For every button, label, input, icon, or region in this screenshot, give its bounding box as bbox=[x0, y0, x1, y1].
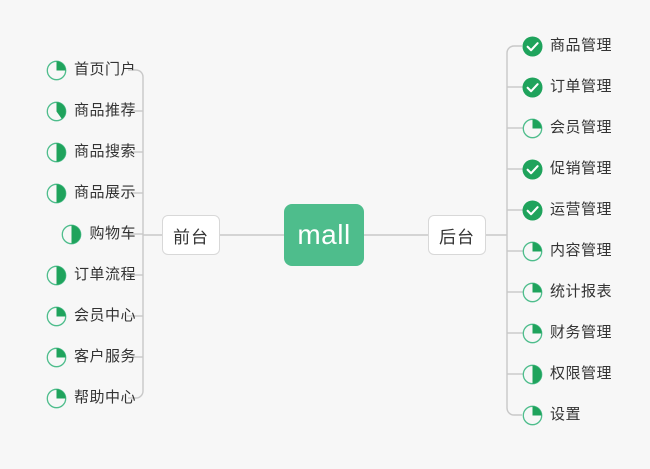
root-node-label: mall bbox=[297, 219, 351, 250]
pie-progress-icon bbox=[46, 183, 67, 204]
leaf-node-frontend-7[interactable]: 客户服务 bbox=[0, 343, 144, 371]
check-circle-icon bbox=[522, 200, 543, 221]
leaf-node-label: 会员中心 bbox=[73, 307, 136, 324]
pie-progress-icon bbox=[522, 364, 543, 385]
leaf-node-label: 商品管理 bbox=[550, 37, 613, 54]
leaf-node-label: 商品展示 bbox=[73, 184, 136, 201]
pie-progress-icon bbox=[46, 306, 67, 327]
leaf-node-backend-4[interactable]: 运营管理 bbox=[514, 196, 650, 224]
leaf-node-label: 首页门户 bbox=[73, 61, 136, 78]
leaf-node-frontend-6[interactable]: 会员中心 bbox=[0, 302, 144, 330]
pie-progress-icon bbox=[46, 388, 67, 409]
leaf-node-frontend-8[interactable]: 帮助中心 bbox=[0, 384, 144, 412]
leaf-node-backend-9[interactable]: 设置 bbox=[514, 401, 650, 429]
connector-line bbox=[506, 45, 522, 416]
leaf-node-backend-3[interactable]: 促销管理 bbox=[514, 155, 650, 183]
leaf-node-frontend-2[interactable]: 商品搜索 bbox=[0, 138, 144, 166]
leaf-node-backend-5[interactable]: 内容管理 bbox=[514, 237, 650, 265]
leaf-node-label: 设置 bbox=[550, 406, 582, 423]
pie-progress-icon bbox=[46, 142, 67, 163]
branch-node-frontend-label: 前台 bbox=[173, 227, 209, 247]
pie-progress-icon bbox=[46, 265, 67, 286]
leaf-node-label: 统计报表 bbox=[550, 283, 613, 300]
leaf-node-backend-7[interactable]: 财务管理 bbox=[514, 319, 650, 347]
branch-node-backend-label: 后台 bbox=[439, 227, 475, 247]
leaf-node-label: 帮助中心 bbox=[73, 389, 136, 406]
pie-progress-icon bbox=[522, 323, 543, 344]
leaf-node-label: 订单管理 bbox=[550, 78, 613, 95]
leaf-node-label: 会员管理 bbox=[550, 119, 613, 136]
leaf-node-label: 财务管理 bbox=[550, 324, 613, 341]
pie-progress-icon bbox=[61, 224, 82, 245]
leaf-node-frontend-5[interactable]: 订单流程 bbox=[0, 261, 144, 289]
branch-node-frontend[interactable]: 前台 bbox=[162, 215, 220, 255]
pie-progress-icon bbox=[522, 241, 543, 262]
check-circle-icon bbox=[522, 159, 543, 180]
leaf-node-backend-0[interactable]: 商品管理 bbox=[514, 32, 650, 60]
check-circle-icon bbox=[522, 77, 543, 98]
leaf-node-label: 购物车 bbox=[89, 225, 136, 242]
leaf-node-label: 运营管理 bbox=[550, 201, 613, 218]
leaf-node-backend-8[interactable]: 权限管理 bbox=[514, 360, 650, 388]
leaf-node-frontend-0[interactable]: 首页门户 bbox=[0, 56, 144, 84]
leaf-node-backend-1[interactable]: 订单管理 bbox=[514, 73, 650, 101]
leaf-node-label: 内容管理 bbox=[550, 242, 613, 259]
leaf-node-label: 订单流程 bbox=[73, 266, 136, 283]
leaf-node-label: 促销管理 bbox=[550, 160, 613, 177]
leaf-node-backend-6[interactable]: 统计报表 bbox=[514, 278, 650, 306]
leaf-node-label: 客户服务 bbox=[73, 348, 136, 365]
pie-progress-icon bbox=[46, 347, 67, 368]
pie-progress-icon bbox=[522, 118, 543, 139]
root-node-mall[interactable]: mall bbox=[284, 204, 364, 266]
leaf-node-label: 商品推荐 bbox=[73, 102, 136, 119]
pie-progress-icon bbox=[46, 101, 67, 122]
pie-progress-icon bbox=[522, 405, 543, 426]
leaf-node-label: 权限管理 bbox=[550, 365, 613, 382]
branch-node-backend[interactable]: 后台 bbox=[428, 215, 486, 255]
leaf-node-frontend-1[interactable]: 商品推荐 bbox=[0, 97, 144, 125]
pie-progress-icon bbox=[522, 282, 543, 303]
check-circle-icon bbox=[522, 36, 543, 57]
leaf-node-backend-2[interactable]: 会员管理 bbox=[514, 114, 650, 142]
leaf-node-label: 商品搜索 bbox=[73, 143, 136, 160]
leaf-node-frontend-4[interactable]: 购物车 bbox=[0, 220, 144, 248]
pie-progress-icon bbox=[46, 60, 67, 81]
leaf-node-frontend-3[interactable]: 商品展示 bbox=[0, 179, 144, 207]
